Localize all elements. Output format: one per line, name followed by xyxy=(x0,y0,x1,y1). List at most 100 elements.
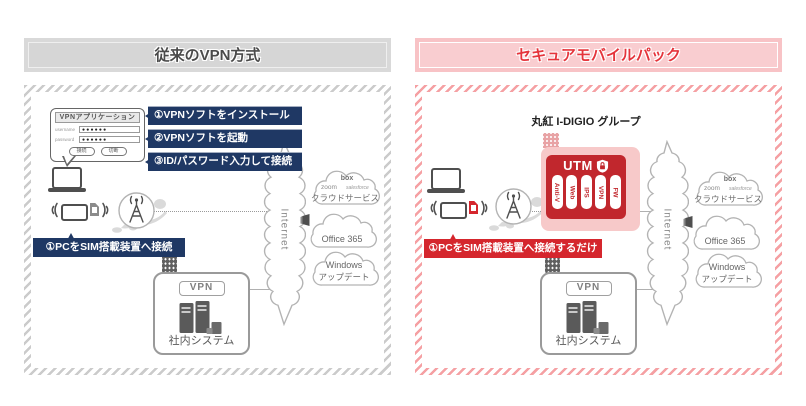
cloud-shape xyxy=(696,171,763,206)
internet-cloud xyxy=(263,140,306,326)
utm-feature-pill: IPS xyxy=(580,175,592,209)
windows-update-label-2: アップデート xyxy=(318,272,370,282)
cloud-shape xyxy=(313,170,380,205)
office-building-icon xyxy=(162,255,177,273)
server-rack-icon xyxy=(566,301,611,335)
sim-router-icon xyxy=(61,204,88,221)
salesforce-logo: salesforce xyxy=(729,185,752,192)
utm-feature-label: Anti-V xyxy=(553,182,561,202)
datacenter-building-icon xyxy=(543,133,559,148)
connect-button[interactable]: 接続 xyxy=(68,146,95,156)
utm-feature-label: FW xyxy=(611,186,619,198)
secure-mobile-diagram: 丸紅 I-DIGIO グループ ①PCをSIM搭載装置へ接続するだけ xyxy=(422,92,775,368)
zoom-logo: zoom xyxy=(321,183,337,191)
salesforce-logo: salesforce xyxy=(346,184,369,191)
wifi-signal-icon xyxy=(430,200,437,216)
office365-label: Office 365 xyxy=(321,234,363,244)
utm-box: UTM Anti-V Web IPS VPN xyxy=(546,155,626,219)
server-rack-icon xyxy=(179,301,224,335)
windows-update-cloud: Windows アップデート xyxy=(690,253,764,291)
utm-feature-pill: VPN xyxy=(595,175,606,209)
connector-dotted-line xyxy=(151,211,269,212)
laptop-screen xyxy=(431,168,461,190)
windows-update-label-1: Windows xyxy=(708,262,746,272)
internal-system-label: 社内システム xyxy=(168,335,235,347)
utm-feature-label: VPN xyxy=(597,185,604,199)
cloud-shape xyxy=(693,215,760,250)
box-logo: box xyxy=(723,176,737,183)
traditional-vpn-diagram: VPNアプリケーション username ●●●●●● password ●●●… xyxy=(31,92,384,368)
office365-label: Office 365 xyxy=(704,236,746,246)
connect-step-banner: ①PCをSIM搭載装置へ接続するだけ xyxy=(424,239,602,258)
utm-feature-pills: Anti-V Web IPS VPN FW xyxy=(546,175,626,209)
password-field[interactable]: ●●●●●● xyxy=(79,135,140,143)
utm-feature-pill: Anti-V xyxy=(551,175,563,209)
office365-cloud: Office 365 xyxy=(683,215,762,253)
windows-update-cloud: Windows アップデート xyxy=(307,251,381,289)
box-logo: box xyxy=(340,175,354,182)
traditional-vpn-diagram-border: VPNアプリケーション username ●●●●●● password ●●●… xyxy=(24,85,391,375)
utm-feature-label: IPS xyxy=(582,186,590,198)
laptop-icon xyxy=(427,168,465,193)
office-building-icon xyxy=(545,255,560,273)
laptop-icon xyxy=(48,167,86,192)
cloud-shape xyxy=(310,213,377,248)
username-label: username xyxy=(55,126,76,132)
step-banner-2: ②VPNソフトを起動 xyxy=(148,129,302,148)
utm-feature-pill: FW xyxy=(609,175,621,209)
secure-mobile-diagram-border: 丸紅 I-DIGIO グループ ①PCをSIM搭載装置へ接続するだけ xyxy=(415,85,782,375)
antenna-icon xyxy=(118,192,155,229)
windows-update-label-2: アップデート xyxy=(701,274,753,284)
wifi-signal-icon xyxy=(51,202,58,218)
connector-dotted-line xyxy=(517,211,545,212)
connector-line xyxy=(250,289,271,290)
utm-feature-pill: Web xyxy=(566,175,577,209)
cloud-service-label: クラウドサービス xyxy=(693,194,762,204)
step-banner-3: ③ID/パスワード入力して接続 xyxy=(148,152,302,171)
windows-update-label-1: Windows xyxy=(325,260,363,270)
wifi-signal-icon xyxy=(102,202,109,218)
secure-mobile-pack-panel: セキュアモバイルパック 丸紅 I-DIGIO グループ xyxy=(415,38,782,375)
utm-feature-label: Web xyxy=(568,185,576,199)
step-banner-1: ①VPNソフトをインストール xyxy=(148,106,302,125)
secure-mobile-pack-title: セキュアモバイルパック xyxy=(419,42,778,68)
zoom-logo: zoom xyxy=(704,184,720,192)
password-label: password xyxy=(55,136,75,142)
cloud-shape xyxy=(312,251,379,286)
traditional-vpn-title: 従来のVPN方式 xyxy=(28,42,387,68)
vpn-app-title: VPNアプリケーション xyxy=(55,112,140,123)
connect-step-banner: ①PCをSIM搭載装置へ接続 xyxy=(33,238,185,257)
internal-system-box: VPN 社内システム xyxy=(540,272,637,355)
internal-system-box: VPN 社内システム xyxy=(153,272,250,355)
traditional-vpn-header: 従来のVPN方式 xyxy=(24,38,391,72)
disconnect-button[interactable]: 切断 xyxy=(100,146,127,156)
vpn-app-bubble: VPNアプリケーション username ●●●●●● password ●●●… xyxy=(50,108,145,167)
utm-pink-frame: UTM Anti-V Web IPS VPN xyxy=(541,147,640,231)
internal-system-label: 社内システム xyxy=(555,335,622,347)
shield-lock-icon xyxy=(596,159,608,173)
sim-card-icon xyxy=(90,203,99,216)
username-field[interactable]: ●●●●●● xyxy=(79,125,140,133)
secure-mobile-pack-header: セキュアモバイルパック xyxy=(415,38,782,72)
laptop-base xyxy=(48,188,86,192)
utm-title: UTM xyxy=(563,158,593,173)
connector-line xyxy=(640,211,654,212)
connector-line xyxy=(637,289,654,290)
wifi-signal-icon xyxy=(481,200,488,216)
cloud-service-cloud: box zoom salesforce クラウドサービス xyxy=(691,171,765,209)
cloud-shape xyxy=(695,253,762,288)
office365-cloud: Office 365 xyxy=(300,213,379,251)
office-logo xyxy=(683,216,693,228)
laptop-base xyxy=(427,189,465,193)
vpn-badge: VPN xyxy=(178,281,225,296)
traditional-vpn-panel: 従来のVPN方式 VPNアプリケーション username ●●●●●● pas… xyxy=(24,38,391,375)
cloud-service-label: クラウドサービス xyxy=(310,193,379,203)
internet-label: Internet xyxy=(278,208,290,251)
office-logo xyxy=(300,214,310,226)
internet-label: Internet xyxy=(661,208,673,251)
vpn-badge: VPN xyxy=(565,281,612,296)
cloud-service-cloud: box zoom salesforce クラウドサービス xyxy=(308,170,382,208)
sim-router-icon xyxy=(440,202,467,219)
sim-card-icon xyxy=(469,201,478,214)
